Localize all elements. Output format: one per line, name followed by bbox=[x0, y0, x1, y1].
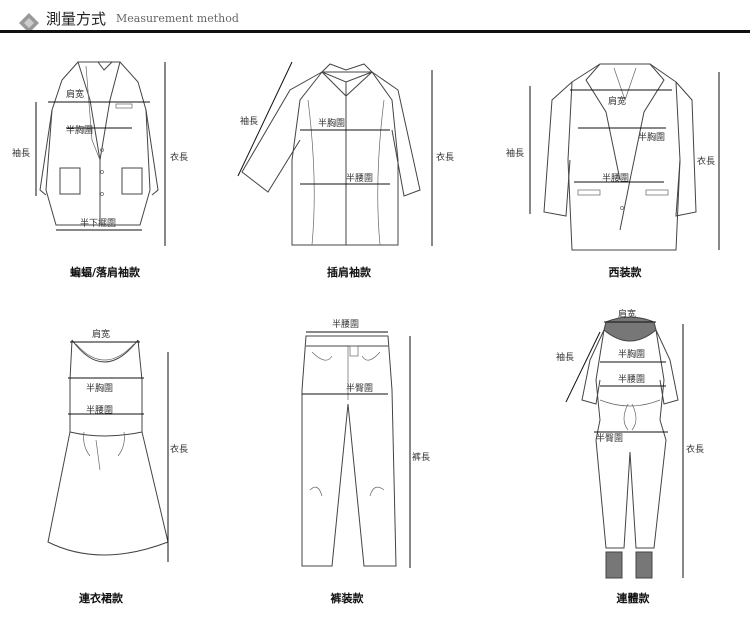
label-half-hem: 半下擺圍 bbox=[80, 217, 116, 229]
label-half-waist: 半腰圍 bbox=[332, 318, 359, 330]
label-half-hip: 半臀圍 bbox=[596, 432, 623, 444]
label-half-chest: 半胸圍 bbox=[66, 124, 93, 136]
page-subtitle: Measurement method bbox=[116, 12, 239, 25]
jumpsuit-illustration bbox=[581, 316, 679, 579]
label-half-chest: 半胸圍 bbox=[618, 348, 645, 360]
caption-raglan: 插肩袖款 bbox=[327, 266, 371, 279]
caption-dress: 連衣裙款 bbox=[79, 592, 123, 605]
label-half-waist: 半腰圍 bbox=[602, 172, 629, 184]
coat-illustration bbox=[39, 61, 159, 226]
caption-jumpsuit: 連體款 bbox=[616, 592, 650, 605]
label-half-chest: 半胸圍 bbox=[638, 131, 665, 143]
suit-illustration bbox=[543, 63, 697, 251]
label-length: 衣長 bbox=[697, 155, 715, 167]
label-half-hip: 半臀圍 bbox=[346, 382, 373, 394]
caption-pants: 裤装款 bbox=[330, 592, 364, 605]
shirt-illustration bbox=[241, 63, 421, 246]
panel-pants: 半腰圍 半臀圍 裤長 bbox=[301, 318, 430, 568]
label-length: 衣長 bbox=[170, 151, 188, 163]
sleeve-measure-line bbox=[565, 331, 601, 403]
diamond-logo-icon bbox=[19, 13, 39, 33]
label-half-chest: 半胸圍 bbox=[86, 382, 113, 394]
label-pants-length: 裤長 bbox=[412, 451, 430, 463]
panel-dress: 肩宽 半胸圍 半腰圍 衣長 bbox=[47, 328, 188, 562]
label-sleeve: 袖長 bbox=[556, 351, 574, 363]
page-title: 測量方式 bbox=[46, 10, 107, 28]
label-half-waist: 半腰圍 bbox=[618, 373, 645, 385]
label-half-waist: 半腰圍 bbox=[86, 404, 113, 416]
label-shoulder: 肩宽 bbox=[608, 95, 626, 107]
label-sleeve: 袖長 bbox=[506, 147, 524, 159]
caption-suit: 西装款 bbox=[608, 266, 642, 279]
panel-suit: 肩宽 半胸圍 半腰圍 袖長 衣長 bbox=[506, 63, 720, 251]
label-length: 衣長 bbox=[686, 443, 704, 455]
label-sleeve: 袖長 bbox=[240, 115, 258, 127]
panel-bat-sleeve: 肩宽 半胸圍 半下擺圍 袖長 衣長 bbox=[12, 61, 188, 246]
sleeve-measure-line bbox=[237, 61, 293, 177]
panel-raglan: 半胸圍 半腰圍 袖長 衣長 bbox=[237, 61, 454, 246]
label-shoulder: 肩宽 bbox=[618, 308, 636, 320]
page-header: 測量方式 Measurement method bbox=[0, 0, 750, 36]
pants-illustration bbox=[301, 335, 397, 567]
label-half-waist: 半腰圍 bbox=[346, 172, 373, 184]
dress-illustration bbox=[47, 339, 169, 556]
panel-jumpsuit: 肩宽 半胸圍 半腰圍 半臀圍 袖長 衣長 bbox=[556, 308, 704, 579]
label-sleeve: 袖長 bbox=[12, 147, 30, 159]
label-length: 衣長 bbox=[436, 151, 454, 163]
label-shoulder: 肩宽 bbox=[66, 88, 84, 100]
label-half-chest: 半胸圍 bbox=[318, 117, 345, 129]
label-length: 衣長 bbox=[170, 443, 188, 455]
caption-bat-sleeve: 蝙蝠/落肩袖款 bbox=[69, 266, 141, 279]
header-divider bbox=[0, 30, 750, 33]
label-shoulder: 肩宽 bbox=[92, 328, 110, 340]
